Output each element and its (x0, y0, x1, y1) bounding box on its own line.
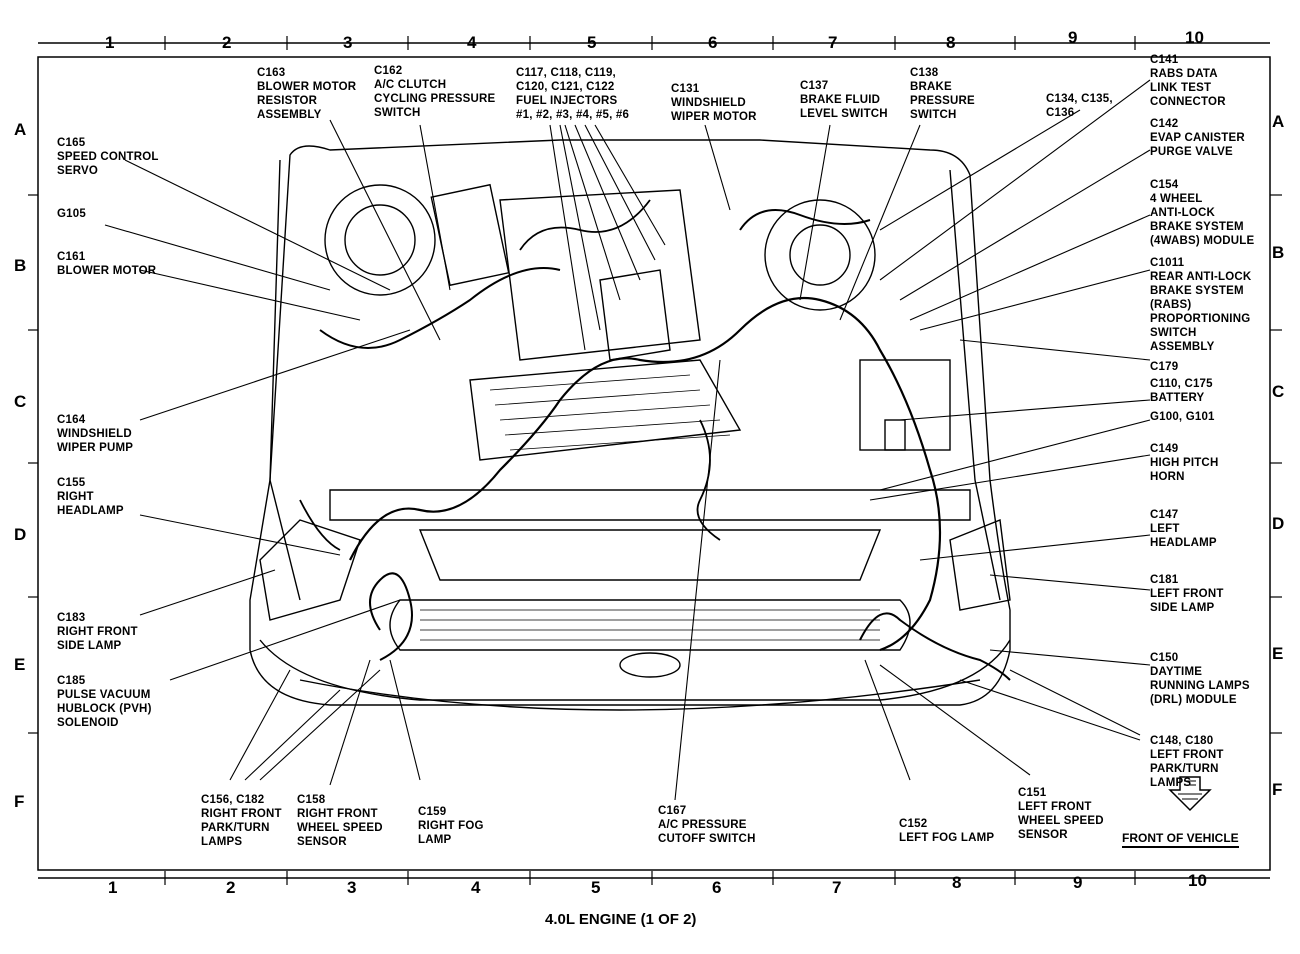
label-c155: C155 RIGHT HEADLAMP (57, 477, 124, 517)
row-label-left-F: F (14, 792, 25, 811)
label-c158: C158 RIGHT FRONT WHEEL SPEED SENSOR (297, 794, 383, 848)
col-label-top-9: 9 (1068, 28, 1078, 47)
outer-frame (37, 56, 1271, 871)
radiator-support (329, 489, 971, 521)
label-c117: C117, C118, C119, C120, C121, C122 FUEL … (516, 67, 630, 121)
col-label-top-1: 1 (105, 33, 115, 52)
label-c183: C183 RIGHT FRONT SIDE LAMP (57, 612, 138, 652)
label-c161: C161 BLOWER MOTOR (57, 251, 157, 277)
col-label-top-2: 2 (222, 33, 232, 52)
label-c149: C149 HIGH PITCH HORN (1150, 443, 1219, 483)
col-label-bottom-4: 4 (471, 878, 481, 897)
hood-outline (249, 139, 1011, 706)
row-label-left-D: D (14, 525, 27, 544)
label-c147: C147 LEFT HEADLAMP (1150, 509, 1217, 549)
air-box (430, 183, 510, 287)
wiring-harness (349, 296, 942, 652)
label-c142: C142 EVAP CANISTER PURGE VALVE (1150, 118, 1245, 158)
label-c159: C159 RIGHT FOG LAMP (418, 806, 484, 846)
label-c131: C131 WINDSHIELD WIPER MOTOR (671, 83, 757, 123)
right-headlamp-shape (259, 519, 361, 621)
col-label-bottom-3: 3 (347, 878, 357, 897)
col-label-top-3: 3 (343, 33, 353, 52)
col-label-bottom-1: 1 (108, 878, 118, 897)
label-c148: C148, C180 LEFT FRONT PARK/TURN LAMPS (1150, 735, 1224, 789)
label-c137: C137 BRAKE FLUID LEVEL SWITCH (800, 80, 888, 120)
col-label-bottom-8: 8 (952, 873, 962, 892)
col-label-top-5: 5 (587, 33, 597, 52)
label-c138: C138 BRAKE PRESSURE SWITCH (910, 67, 975, 121)
row-label-right-A: A (1272, 112, 1285, 131)
front-arrow-icon (1168, 776, 1212, 812)
label-c141: C141 RABS DATA LINK TEST CONNECTOR (1150, 54, 1226, 108)
ford-oval (619, 652, 681, 678)
row-label-left-C: C (14, 392, 27, 411)
right-fender (269, 159, 301, 601)
front-of-vehicle-label: FRONT OF VEHICLE (1122, 831, 1239, 848)
label-c152: C152 LEFT FOG LAMP (899, 818, 995, 844)
intake-manifold (469, 359, 742, 461)
label-g105: G105 (57, 208, 86, 220)
row-label-left-B: B (14, 256, 27, 275)
label-c156: C156, C182 RIGHT FRONT PARK/TURN LAMPS (201, 794, 282, 848)
row-label-right-C: C (1272, 382, 1285, 401)
col-label-bottom-9: 9 (1073, 873, 1083, 892)
label-c179: C179 (1150, 361, 1179, 373)
engine-block (499, 189, 701, 361)
label-c151: C151 LEFT FRONT WHEEL SPEED SENSOR (1018, 787, 1104, 841)
front-bumper (259, 639, 1011, 701)
row-label-right-E: E (1272, 644, 1284, 663)
col-label-bottom-2: 2 (226, 878, 236, 897)
label-c154: C154 4 WHEEL ANTI-LOCK BRAKE SYSTEM (4WA… (1150, 179, 1255, 247)
right-strut-tower (324, 184, 436, 296)
col-label-top-7: 7 (828, 33, 838, 52)
label-c110: C110, C175 BATTERY (1150, 378, 1213, 404)
left-fender (949, 169, 1001, 601)
label-c1011: C1011 REAR ANTI-LOCK BRAKE SYSTEM (RABS)… (1150, 257, 1252, 353)
label-c134: C134, C135, C136 (1046, 93, 1113, 119)
row-label-right-B: B (1272, 243, 1285, 262)
left-strut-tower (764, 199, 876, 311)
label-c162: C162 A/C CLUTCH CYCLING PRESSURE SWITCH (374, 65, 496, 119)
row-label-right-F: F (1272, 780, 1283, 799)
label-g100: G100, G101 (1150, 411, 1215, 423)
engine-bay-illustration (249, 139, 1011, 711)
col-label-bottom-6: 6 (712, 878, 722, 897)
row-label-right-D: D (1272, 514, 1285, 533)
label-c150: C150 DAYTIME RUNNING LAMPS (DRL) MODULE (1150, 652, 1250, 706)
col-label-top-6: 6 (708, 33, 718, 52)
grille (389, 599, 911, 651)
row-label-left-E: E (14, 655, 26, 674)
label-c163: C163 BLOWER MOTOR RESISTOR ASSEMBLY (257, 67, 357, 121)
col-label-bottom-7: 7 (832, 878, 842, 897)
label-c165: C165 SPEED CONTROL SERVO (57, 137, 159, 177)
diagram-caption: 4.0L ENGINE (1 OF 2) (545, 911, 697, 928)
label-c181: C181 LEFT FRONT SIDE LAMP (1150, 574, 1224, 614)
label-c167: C167 A/C PRESSURE CUTOFF SWITCH (658, 805, 756, 845)
col-label-top-4: 4 (467, 33, 477, 52)
row-label-left-A: A (14, 120, 27, 139)
col-label-top-10: 10 (1185, 28, 1204, 47)
col-label-top-8: 8 (946, 33, 956, 52)
label-c164: C164 WINDSHIELD WIPER PUMP (57, 414, 134, 454)
left-headlamp-shape (949, 519, 1011, 611)
col-label-bottom-10: 10 (1188, 871, 1207, 890)
leader-lines (104, 79, 1151, 801)
col-label-bottom-5: 5 (591, 878, 601, 897)
label-c185: C185 PULSE VACUUM HUBLOCK (PVH) SOLENOID (57, 675, 152, 729)
